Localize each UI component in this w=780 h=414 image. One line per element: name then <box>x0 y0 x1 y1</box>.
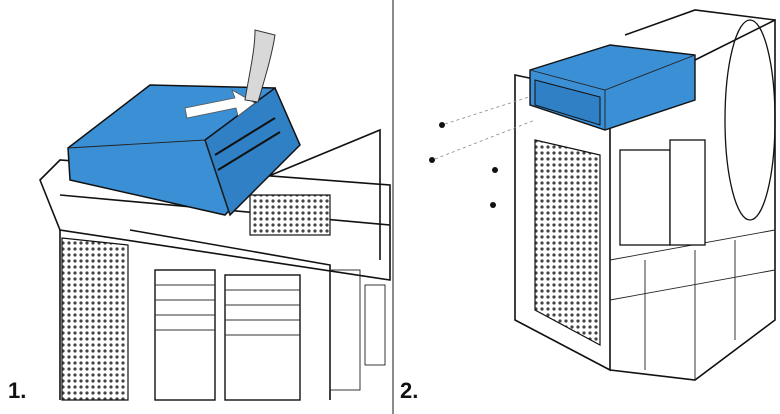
cpu-cooler <box>154 269 301 401</box>
psu-screws-drawing <box>429 9 776 381</box>
divider <box>392 0 394 414</box>
power-supply-unit <box>529 44 696 131</box>
psu-insertion-drawing <box>39 29 391 401</box>
step-1-illustration: 1. <box>8 29 391 403</box>
arrow-icon <box>184 89 256 119</box>
power-supply-unit <box>67 84 301 217</box>
step-label: 1. <box>8 378 27 403</box>
step-label: 2. <box>400 378 419 403</box>
screw-icon <box>429 122 498 208</box>
step-2-illustration: 2. <box>395 0 780 414</box>
